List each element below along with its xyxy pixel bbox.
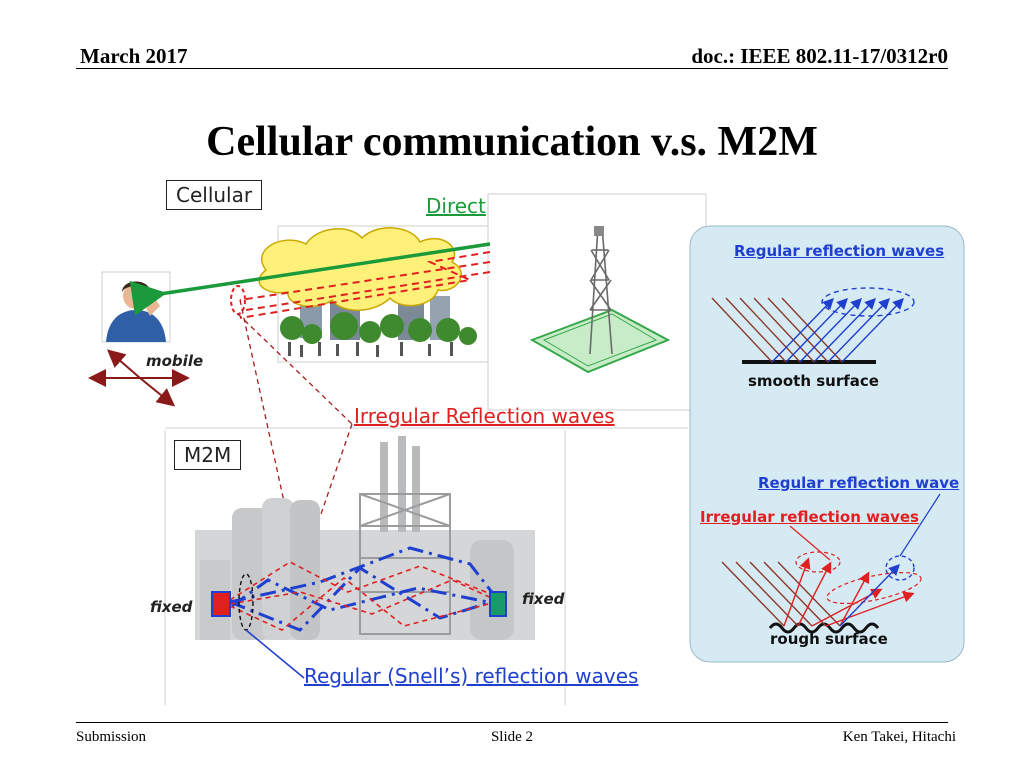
- m2m-irregular-paths: [229, 561, 497, 631]
- footer-submission: Submission: [76, 729, 147, 745]
- smooth-surface-label: smooth surface: [748, 372, 879, 390]
- m2m-regular-paths: [229, 546, 500, 632]
- fixed-terminal-left: [211, 591, 231, 617]
- cellular-label: Cellular: [166, 180, 263, 210]
- regular-reflection-waves-label: Regular reflection waves: [734, 242, 945, 260]
- direct-path-line: [129, 242, 491, 316]
- fixed-right-label: fixed: [522, 590, 565, 608]
- regular-reflection-wave-label: Regular reflection wave: [758, 474, 960, 492]
- header-rule: [76, 68, 948, 69]
- factory-image: [195, 436, 535, 640]
- tower-image: [487, 193, 707, 411]
- footer-slide-number: Slide 2: [490, 729, 534, 745]
- footer-rule: [76, 722, 948, 723]
- mobile-person-image: [101, 271, 171, 343]
- reflection-panel-bg: [689, 225, 965, 663]
- mobile-label: mobile: [146, 352, 204, 370]
- footer-author: Ken Takei, Hitachi: [842, 729, 956, 745]
- m2m-label: M2M: [174, 440, 242, 470]
- cellular-reflection-lines: [230, 251, 491, 319]
- rough-reflection-diagram: [721, 493, 941, 634]
- irregular-reflection-waves-label: Irregular reflection waves: [700, 508, 919, 526]
- panel-frames: [164, 427, 688, 705]
- smooth-reflection-diagram: [711, 287, 915, 364]
- regular-snell-label: Regular (Snell’s) reflection waves: [304, 664, 639, 688]
- slide-title: Cellular communication v.s. M2M: [206, 119, 818, 165]
- header-date: March 2017: [80, 44, 188, 68]
- fixed-terminal-right: [489, 591, 507, 617]
- fixed-left-label: fixed: [150, 598, 193, 616]
- mobile-axes: [88, 349, 190, 407]
- irregular-reflection-label: Irregular Reflection waves: [354, 404, 615, 428]
- header-doc-id: doc.: IEEE 802.11-17/0312r0: [691, 44, 948, 68]
- regular-connector-line: [245, 629, 305, 679]
- rough-surface-label: rough surface: [770, 630, 888, 648]
- direct-label: Direct: [426, 194, 486, 218]
- cloud-shape: [258, 227, 462, 311]
